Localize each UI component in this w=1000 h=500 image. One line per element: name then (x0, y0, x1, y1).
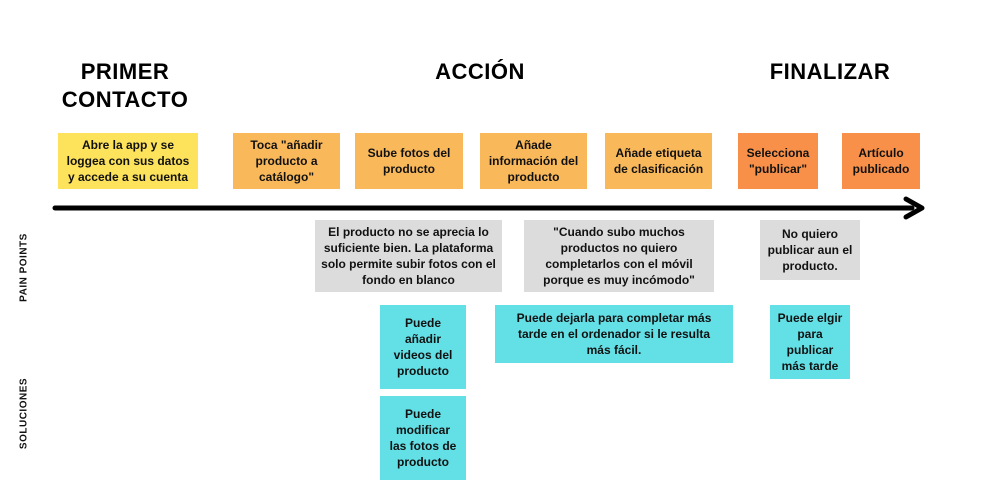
solucion-box: Puede añadir videos del producto (380, 305, 466, 389)
step-box: Abre la app y se loggea con sus datos y … (58, 133, 198, 189)
step-box: Añade información del producto (480, 133, 587, 189)
solucion-box: Puede dejarla para completar más tarde e… (495, 305, 733, 363)
pain-point-box: El producto no se aprecia lo suficiente … (315, 220, 502, 292)
solucion-box: Puede modificar las fotos de producto (380, 396, 466, 480)
row-label-soluciones: SOLUCIONES (18, 377, 30, 450)
step-box: Toca "añadir producto a catálogo" (233, 133, 340, 189)
row-label-pain-points: PAIN POINTS (18, 233, 30, 302)
step-box: Sube fotos del producto (355, 133, 463, 189)
step-box: Añade etiqueta de clasificación (605, 133, 712, 189)
step-box: Selecciona "publicar" (738, 133, 818, 189)
phase-title-primer-contacto: PRIMER CONTACTO (61, 59, 189, 112)
pain-point-box: "Cuando subo muchos productos no quiero … (524, 220, 714, 292)
phase-title-finalizar: FINALIZAR (769, 59, 891, 84)
solucion-box: Puede elgir para publicar más tarde (770, 305, 850, 379)
pain-point-box: No quiero publicar aun el producto. (760, 220, 860, 280)
phase-title-accion: ACCIÓN (435, 59, 525, 84)
step-box: Artículo publicado (842, 133, 920, 189)
